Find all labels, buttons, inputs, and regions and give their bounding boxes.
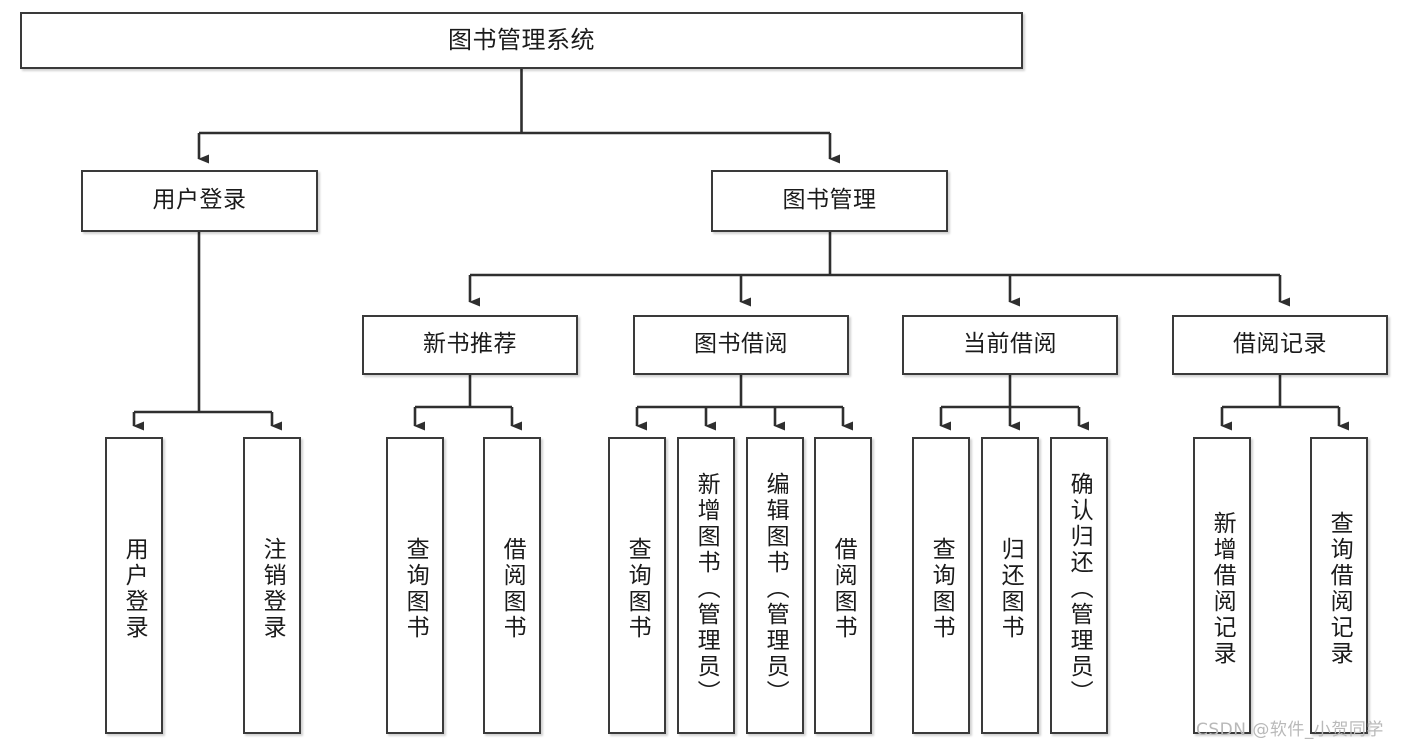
node-label: 注销登录 [259, 536, 286, 641]
leaf-user-login-login[interactable]: 用户登录 [105, 437, 163, 734]
node-label: 用户登录 [152, 187, 247, 214]
node-borrow-record[interactable]: 借阅记录 [1172, 315, 1388, 375]
node-label: 借阅图书 [830, 536, 857, 641]
node-label: 当前借阅 [963, 331, 1057, 358]
node-label: 归还图书 [997, 536, 1024, 641]
node-new-book-recommend[interactable]: 新书推荐 [362, 315, 578, 375]
leaf-user-login-logout[interactable]: 注销登录 [243, 437, 301, 734]
leaf-current-query-book[interactable]: 查询图书 [912, 437, 970, 734]
leaf-recommend-borrow-book[interactable]: 借阅图书 [483, 437, 541, 734]
leaf-borrow-borrow-book[interactable]: 借阅图书 [814, 437, 872, 734]
node-label: 确认归还（管理员） [1066, 471, 1093, 706]
leaf-current-confirm-return-admin[interactable]: 确认归还（管理员） [1050, 437, 1108, 734]
node-book-borrow[interactable]: 图书借阅 [633, 315, 849, 375]
node-label: 新增借阅记录 [1209, 510, 1236, 667]
node-root-system[interactable]: 图书管理系统 [20, 12, 1023, 69]
node-label: 用户登录 [121, 536, 148, 641]
node-user-login[interactable]: 用户登录 [81, 170, 318, 232]
node-label: 图书管理系统 [448, 26, 595, 55]
node-label: 查询图书 [624, 536, 651, 641]
node-label: 编辑图书（管理员） [762, 471, 789, 706]
node-label: 查询图书 [402, 536, 429, 641]
node-label: 借阅记录 [1233, 331, 1327, 358]
node-label: 查询借阅记录 [1326, 510, 1353, 667]
node-label: 新书推荐 [423, 331, 517, 358]
node-label: 新增图书（管理员） [693, 471, 720, 706]
node-book-management[interactable]: 图书管理 [711, 170, 948, 232]
leaf-borrow-query-book[interactable]: 查询图书 [608, 437, 666, 734]
node-label: 图书借阅 [694, 331, 788, 358]
leaf-record-query-record[interactable]: 查询借阅记录 [1310, 437, 1368, 734]
node-label: 查询图书 [928, 536, 955, 641]
node-current-borrow[interactable]: 当前借阅 [902, 315, 1118, 375]
leaf-borrow-add-book-admin[interactable]: 新增图书（管理员） [677, 437, 735, 734]
node-label: 图书管理 [782, 187, 877, 214]
node-label: 借阅图书 [499, 536, 526, 641]
leaf-recommend-query-book[interactable]: 查询图书 [386, 437, 444, 734]
leaf-current-return-book[interactable]: 归还图书 [981, 437, 1039, 734]
leaf-record-add-record[interactable]: 新增借阅记录 [1193, 437, 1251, 734]
leaf-borrow-edit-book-admin[interactable]: 编辑图书（管理员） [746, 437, 804, 734]
csdn-watermark: CSDN @软件_小贺同学 [1196, 720, 1384, 740]
